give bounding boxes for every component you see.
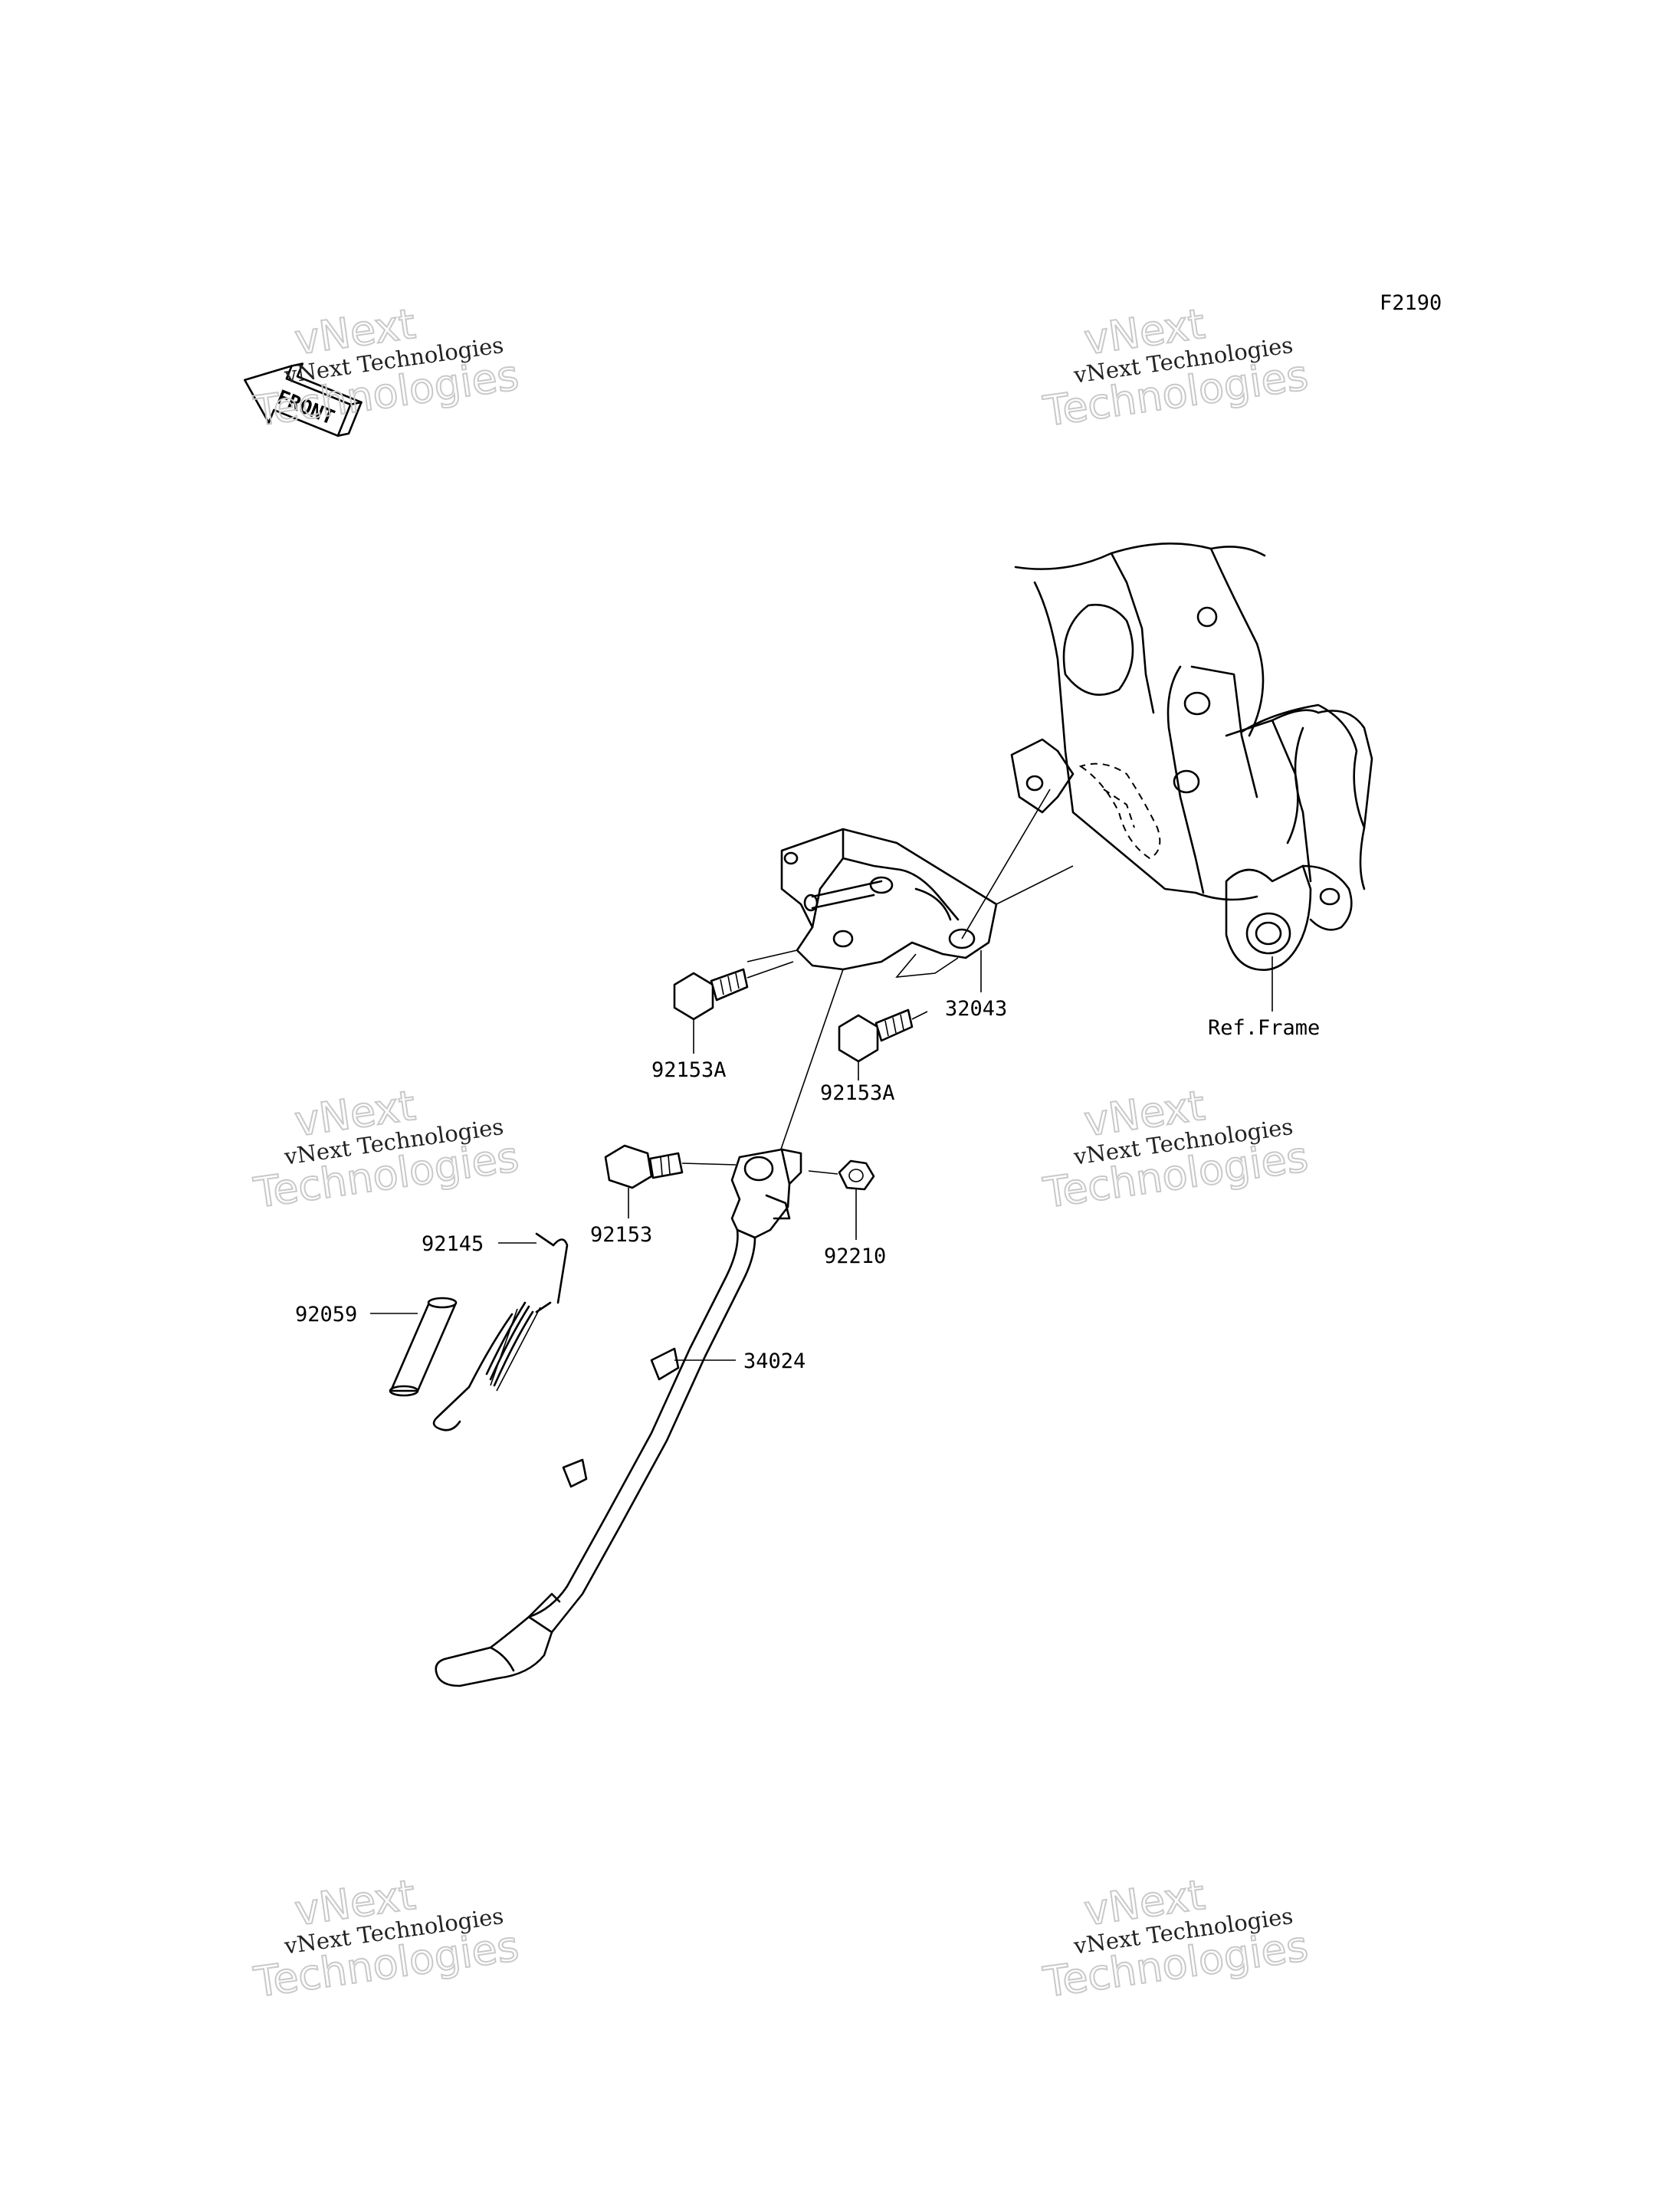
watermark-bottom-left: vNext Technologies vNext Technologies [250, 1870, 522, 2008]
svg-text:92210: 92210 [824, 1244, 886, 1268]
svg-text:Ref.Frame: Ref.Frame [1208, 1016, 1320, 1040]
part-label-92153A-right[interactable]: 92153A [820, 1061, 895, 1105]
ref-frame-label[interactable]: Ref.Frame [1208, 956, 1320, 1040]
bracket-32043 [780, 828, 998, 971]
side-stand-34024 [435, 1148, 802, 1687]
svg-text:92059: 92059 [295, 1303, 357, 1326]
svg-text:34024: 34024 [743, 1349, 806, 1373]
bolt-92153A-left [673, 961, 794, 1021]
part-label-92153A-left[interactable]: 92153A [651, 1019, 727, 1082]
part-label-92153[interactable]: 92153 [590, 1188, 652, 1247]
watermark-mid-left: vNext Technologies vNext Technologies [250, 1080, 522, 1218]
svg-text:92145: 92145 [422, 1232, 484, 1256]
part-label-92210[interactable]: 92210 [824, 1189, 886, 1268]
watermark-bottom-right: vNext Technologies vNext Technologies [1039, 1870, 1311, 2008]
pivot-bolt-92153 [604, 1144, 737, 1189]
spring-92145 [432, 1232, 569, 1431]
assembly-lines [746, 789, 1074, 1181]
watermark-top-right: vNext Technologies vNext Technologies [1039, 299, 1311, 437]
part-label-34024[interactable]: 34024 [674, 1349, 806, 1373]
svg-text:32043: 32043 [945, 997, 1007, 1021]
collar-92059 [389, 1297, 458, 1397]
svg-text:92153A: 92153A [820, 1081, 895, 1105]
watermark-mid-right: vNext Technologies vNext Technologies [1039, 1080, 1311, 1218]
diagram-code: F2190 [1380, 291, 1442, 315]
svg-text:92153: 92153 [590, 1223, 652, 1247]
svg-text:92153A: 92153A [651, 1058, 727, 1082]
watermark-top-left: vNext Technologies vNext Technologies [250, 299, 522, 437]
frame-illustration [1010, 542, 1373, 972]
part-label-92145[interactable]: 92145 [422, 1232, 536, 1256]
bolt-92153A-right [838, 1008, 928, 1063]
part-label-92059[interactable]: 92059 [295, 1303, 418, 1326]
nut-92210 [808, 1159, 875, 1191]
part-label-32043[interactable]: 32043 [945, 950, 1007, 1021]
